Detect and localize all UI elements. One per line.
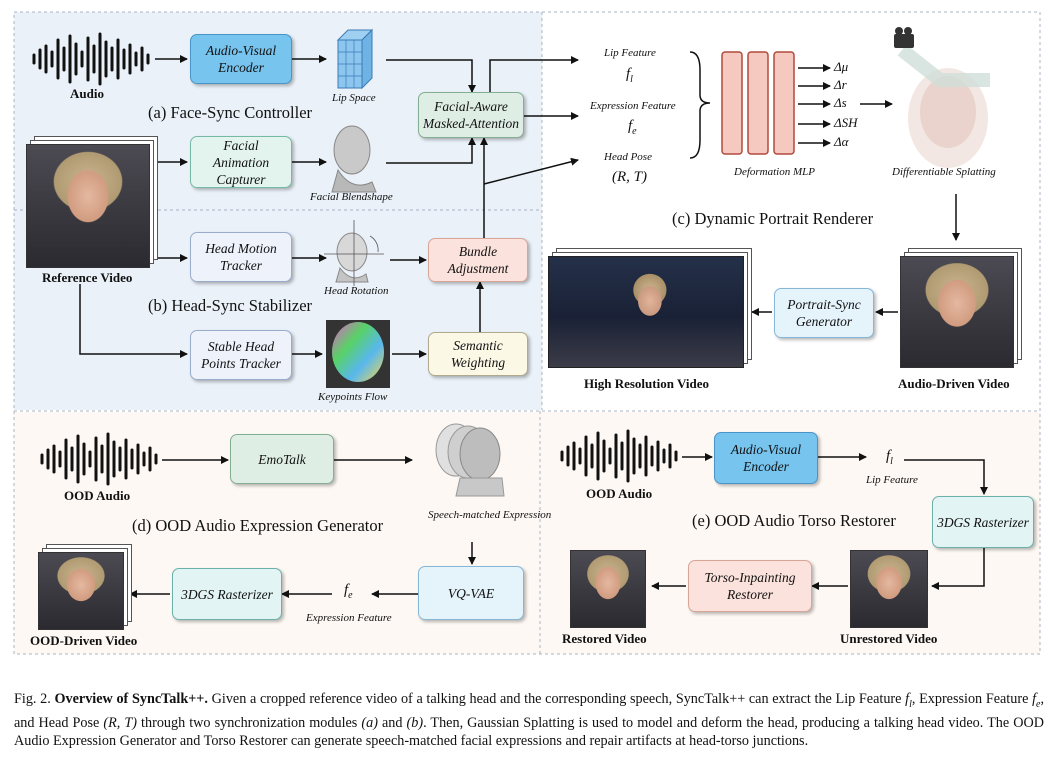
audio-label: Audio [70,86,104,101]
caption-p1: Given a cropped reference video of a tal… [211,691,906,707]
deformation-mlp-label: Deformation MLP [734,166,815,178]
expression-feature-d-label: Expression Feature [306,612,392,624]
facial-animation-capturer-box: Facial Animation Capturer [190,136,292,188]
keypoints-flow-image [326,320,390,388]
panel-title-b: (b) Head-Sync Stabilizer [148,296,313,315]
audio-visual-encoder-box: Audio-Visual Encoder [190,34,292,84]
semantic-weighting-box: Semantic Weighting [428,332,528,376]
lip-feature-label: Lip Feature [604,47,656,59]
facial-blendshape-label: Facial Blendshape [310,191,393,203]
splatting-point-cloud [897,44,990,168]
vq-vae-box: VQ-VAE [418,566,524,620]
speech-matched-expression-label: Speech-matched Expression [428,509,552,521]
ood-audio-d-label: OOD Audio [64,488,131,503]
keypoints-flow-label: Keypoints Flow [318,391,388,403]
camera-icon [894,27,914,48]
masked-attention-box: Facial-Aware Masked-Attention [418,92,524,138]
figure-caption: Fig. 2. Overview of SyncTalk++. Given a … [14,691,1045,749]
speech-matched-heads-icon [435,423,505,497]
high-resolution-video-image [548,256,744,368]
ood-driven-video-label: OOD-Driven Video [30,633,138,648]
unrestored-video-label: Unrestored Video [840,631,938,646]
ood-audio-e-label: OOD Audio [586,486,653,501]
deformation-mlp-layers [721,51,795,155]
audio-waveform-a [32,32,150,86]
restored-video-image [570,550,646,628]
delta-sh: ΔSH [834,115,858,130]
differentiable-splatting-label: Differentiable Splatting [892,166,996,178]
caption-fig: Fig. 2. [14,691,51,707]
unrestored-video-image [850,550,928,628]
head-pose-label: Head Pose [604,151,652,163]
lip-space-cube-icon [336,28,374,90]
stable-head-points-tracker-box: Stable Head Points Tracker [190,330,292,380]
audio-waveform-e [560,429,678,483]
panel-title-d: (d) OOD Audio Expression Generator [132,516,384,535]
bundle-adjustment-box: Bundle Adjustment [428,238,528,282]
reference-video-label: Reference Video [42,270,133,285]
feature-brace [689,51,711,159]
high-resolution-video-label: High Resolution Video [584,376,709,391]
facial-blendshape-head-icon [331,125,377,193]
audio-driven-video-label: Audio-Driven Video [898,376,1010,391]
expression-feature-label: Expression Feature [590,100,676,112]
delta-alpha: Δα [834,134,849,149]
expression-feature-symbol: fe [628,118,637,137]
delta-r: Δr [834,77,847,92]
lip-feature-symbol: fl [626,66,633,85]
ood-driven-video-image [38,552,124,630]
panel-title-c: (c) Dynamic Portrait Renderer [672,209,874,228]
delta-s: Δs [834,95,847,110]
expression-feature-d-symbol: fe [344,582,353,601]
audio-visual-encoder-e-box: Audio-Visual Encoder [714,432,818,484]
caption-title: Overview of SyncTalk++. [54,691,208,707]
emotalk-box: EmoTalk [230,434,334,484]
head-motion-tracker-box: Head Motion Tracker [190,232,292,282]
audio-driven-video-image [900,256,1014,368]
rasterizer-e-box: 3DGS Rasterizer [932,496,1034,548]
restored-video-label: Restored Video [562,631,647,646]
lip-space-label: Lip Space [332,92,376,104]
delta-mu: Δμ [834,59,849,74]
head-pose-symbol: (R, T) [612,169,647,185]
rasterizer-d-box: 3DGS Rasterizer [172,568,282,620]
lip-feature-e-symbol: fl [886,448,893,467]
audio-waveform-d [40,432,158,486]
head-rotation-icon [324,220,384,286]
panel-title-e: (e) OOD Audio Torso Restorer [692,511,896,530]
head-rotation-label: Head Rotation [324,285,389,297]
torso-inpainting-restorer-box: Torso-Inpainting Restorer [688,560,812,612]
portrait-sync-generator-box: Portrait-Sync Generator [774,288,874,338]
lip-feature-e-label: Lip Feature [866,474,918,486]
reference-video-image [26,144,150,268]
panel-title-a: (a) Face-Sync Controller [148,103,313,122]
